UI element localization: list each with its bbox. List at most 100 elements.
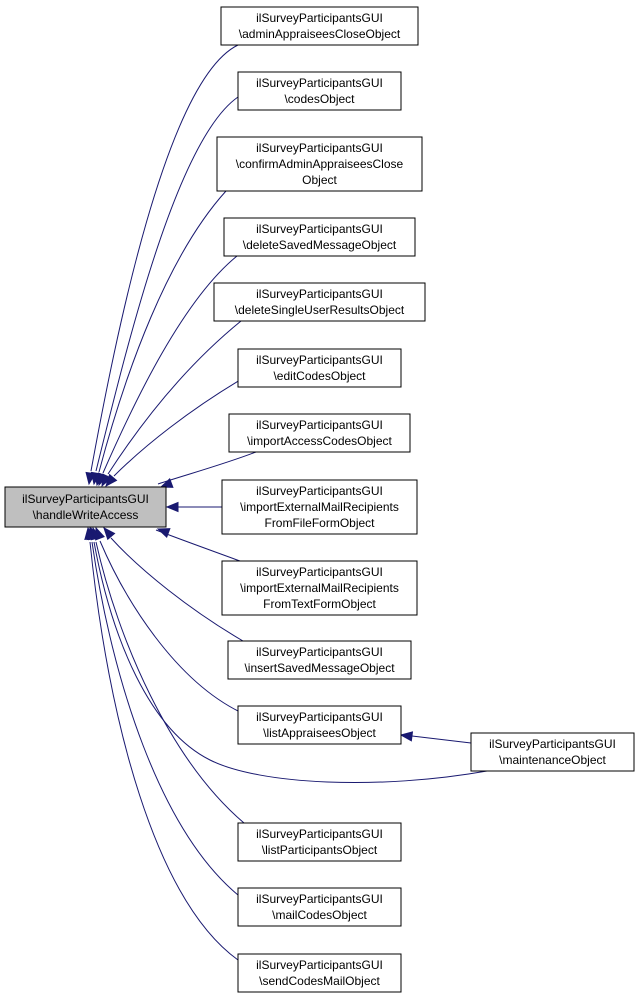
arrow-head-icon: [165, 501, 179, 513]
arrow-head-icon: [399, 731, 414, 742]
node-label-line: ilSurveyParticipantsGUI: [256, 565, 383, 579]
node-label-line: \insertSavedMessageObject: [244, 661, 395, 675]
edge-maintenanceObject-to-listAppraiseesObject: [399, 731, 472, 744]
edge-line: [93, 541, 488, 784]
arrow-head-icon: [84, 526, 95, 541]
caller-node-codesObject[interactable]: ilSurveyParticipantsGUI \codesObject: [237, 71, 402, 111]
nodes-layer: ilSurveyParticipantsGUI \handleWriteAcces…: [4, 6, 635, 993]
edge-line: [113, 379, 241, 477]
root-node-handleWriteAccess[interactable]: ilSurveyParticipantsGUI \handleWriteAcces…: [4, 486, 167, 528]
node-label-line: Object: [302, 173, 337, 187]
edge-line: [110, 537, 244, 642]
node-box: [227, 640, 412, 680]
node-label-line: ilSurveyParticipantsGUI: [256, 222, 383, 236]
caller-node-deleteSingleUserResultsObject[interactable]: ilSurveyParticipantsGUI \deleteSingleUser…: [213, 282, 426, 322]
edge-line: [99, 540, 241, 713]
edge-line: [411, 735, 472, 744]
edge-line: [155, 529, 241, 562]
node-label-line: \maintenanceObject: [499, 753, 606, 767]
node-box: [237, 348, 402, 388]
caller-node-listParticipantsObject[interactable]: ilSurveyParticipantsGUI \listParticipants…: [237, 822, 402, 862]
node-label-line: \listAppraiseesObject: [263, 726, 376, 740]
caller-node-sendCodesMailObject[interactable]: ilSurveyParticipantsGUI \sendCodesMailObj…: [237, 953, 402, 993]
node-label-line: ilSurveyParticipantsGUI: [256, 353, 383, 367]
edge-mailCodesObject-to-root: [86, 526, 239, 896]
node-label-line: ilSurveyParticipantsGUI: [22, 492, 149, 506]
node-label-line: \editCodesObject: [273, 369, 366, 383]
edge-deleteSingleUserResultsObject-to-root: [101, 320, 242, 488]
edge-line: [157, 451, 257, 485]
node-label-line: \importExternalMailRecipients: [240, 500, 399, 514]
node-label-line: \adminAppraiseesCloseObject: [239, 27, 401, 41]
node-label-line: \handleWriteAccess: [33, 508, 139, 522]
edge-line: [91, 541, 239, 896]
node-box: [237, 822, 402, 862]
caller-node-mailCodesObject[interactable]: ilSurveyParticipantsGUI \mailCodesObject: [237, 887, 402, 927]
node-label-line: ilSurveyParticipantsGUI: [256, 892, 383, 906]
node-label-line: ilSurveyParticipantsGUI: [256, 645, 383, 659]
caller-node-importExternalMailRecipientsFromTextFormObject[interactable]: ilSurveyParticipantsGUI\importExternalMa…: [221, 560, 418, 616]
arrow-head-icon: [103, 526, 116, 541]
node-box: [237, 71, 402, 111]
node-box: [4, 486, 167, 528]
edge-line: [98, 190, 227, 473]
edge-line: [102, 255, 238, 474]
node-box: [213, 282, 426, 322]
node-label-line: \mailCodesObject: [272, 908, 367, 922]
edge-line: [95, 96, 239, 472]
caller-node-confirmAdminAppraiseesCloseObject[interactable]: ilSurveyParticipantsGUI \confirmAdminAppr…: [216, 136, 423, 192]
caller-node-adminAppraiseesCloseObject[interactable]: ilSurveyParticipantsGUI \adminAppraiseesC…: [220, 6, 419, 46]
edge-line: [107, 320, 242, 475]
node-label-line: ilSurveyParticipantsGUI: [256, 76, 383, 90]
node-label-line: ilSurveyParticipantsGUI: [256, 141, 383, 155]
node-label-line: \deleteSavedMessageObject: [243, 238, 397, 252]
node-box: [237, 887, 402, 927]
edge-line: [90, 44, 239, 472]
node-label-line: FromTextFormObject: [263, 597, 376, 611]
edges-layer: [84, 44, 488, 961]
node-label-line: \confirmAdminAppraiseesClose: [236, 157, 404, 171]
arrow-head-icon: [156, 528, 171, 538]
edge-listAppraiseesObject-to-root: [95, 526, 241, 713]
edge-importAccessCodesObject-to-root: [157, 451, 257, 488]
node-label-line: \listParticipantsObject: [262, 843, 378, 857]
node-box: [237, 705, 402, 745]
node-box: [216, 136, 423, 192]
node-box: [221, 560, 418, 616]
caller-node-maintenanceObject[interactable]: ilSurveyParticipantsGUI \maintenanceObjec…: [470, 732, 635, 772]
edge-editCodesObject-to-root: [105, 379, 241, 488]
edge-line: [89, 541, 239, 961]
caller-node-listAppraiseesObject[interactable]: ilSurveyParticipantsGUI \listAppraiseesOb…: [237, 705, 402, 745]
edge-insertSavedMessageObject-to-root: [103, 526, 244, 642]
node-label-line: ilSurveyParticipantsGUI: [256, 827, 383, 841]
node-label-line: ilSurveyParticipantsGUI: [256, 11, 383, 25]
node-label-line: ilSurveyParticipantsGUI: [256, 287, 383, 301]
edge-sendCodesMailObject-to-root: [84, 526, 239, 961]
caller-node-importAccessCodesObject[interactable]: ilSurveyParticipantsGUI \importAccessCode…: [228, 413, 411, 453]
node-box: [221, 479, 418, 535]
node-box: [228, 413, 411, 453]
edge-line: [95, 541, 245, 824]
caller-node-editCodesObject[interactable]: ilSurveyParticipantsGUI \editCodesObject: [237, 348, 402, 388]
node-label-line: ilSurveyParticipantsGUI: [489, 737, 616, 751]
node-box: [237, 953, 402, 993]
node-label-line: \codesObject: [284, 92, 355, 106]
caller-node-importExternalMailRecipientsFromFileFormObject[interactable]: ilSurveyParticipantsGUI \importExternalMa…: [221, 479, 418, 535]
node-box: [223, 217, 416, 257]
node-label-line: ilSurveyParticipantsGUI: [256, 958, 383, 972]
node-label-line: ilSurveyParticipantsGUI: [256, 484, 383, 498]
arrow-head-icon: [105, 473, 118, 488]
caller-node-insertSavedMessageObject[interactable]: ilSurveyParticipantsGUI \insertSavedMessa…: [227, 640, 412, 680]
edge-confirmAdminAppraiseesCloseObject-to-root: [94, 190, 227, 487]
node-label-line: \deleteSingleUserResultsObject: [235, 303, 405, 317]
caller-node-deleteSavedMessageObject[interactable]: ilSurveyParticipantsGUI \deleteSavedMessa…: [223, 217, 416, 257]
node-box: [470, 732, 635, 772]
node-label-line: ilSurveyParticipantsGUI: [256, 418, 383, 432]
node-label-line: \importAccessCodesObject: [247, 434, 392, 448]
edge-importExternalMailRecipientsFromFileFormObject-to-root: [165, 501, 222, 513]
arrow-head-icon: [159, 478, 174, 488]
edge-importExternalMailRecipientsFromTextFormObject-to-root: [155, 528, 241, 562]
node-label-line: ilSurveyParticipantsGUI: [256, 710, 383, 724]
node-label-line: \sendCodesMailObject: [259, 974, 380, 988]
